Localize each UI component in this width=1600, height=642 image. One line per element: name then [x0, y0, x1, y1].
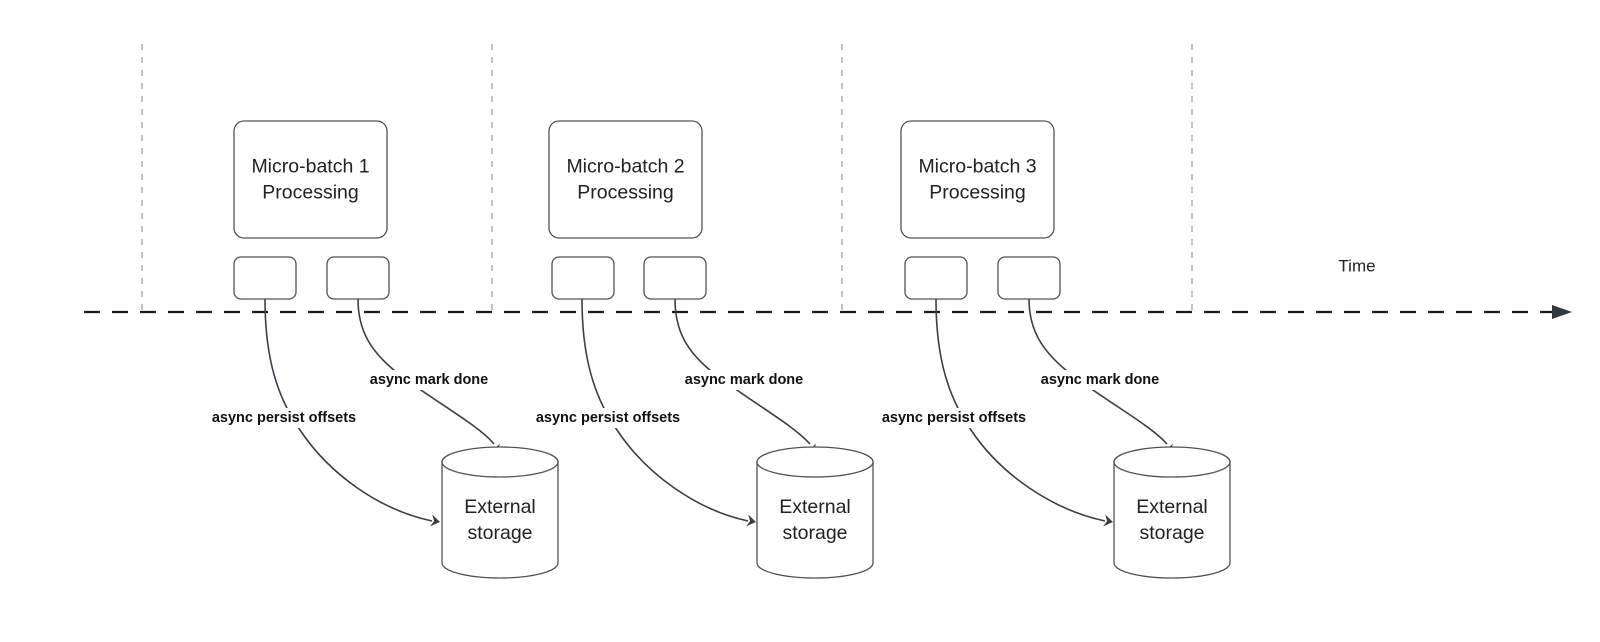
edge-persist-offsets-2-label: async persist offsets	[536, 410, 680, 426]
storage-cylinder-cap-3	[1113, 446, 1231, 478]
edge-persist-offsets-3	[935, 298, 1106, 522]
storage-label-line2-1: storage	[467, 522, 532, 544]
batch-box-label-line2-1: Processing	[262, 182, 358, 204]
storage-label-line2-2: storage	[782, 522, 847, 544]
edge-mark-done-3-label-backdrop	[1038, 370, 1162, 390]
storage-cylinder-cap-2	[756, 446, 874, 478]
task-box-3b[interactable]	[997, 256, 1061, 300]
storage-cylinder-body-2[interactable]	[756, 461, 874, 579]
edge-label-layer: async persist offsets async mark done asyn…	[199, 370, 1162, 428]
time-axis-label: Time	[1338, 256, 1375, 275]
batch-box-label-line1-1: Micro-batch 1	[251, 156, 369, 178]
batch-box-1[interactable]	[233, 120, 388, 239]
storage-cylinder-body-1[interactable]	[441, 461, 559, 579]
storage-cylinder-cap-1	[441, 446, 559, 478]
edge-persist-offsets-1-label: async persist offsets	[212, 410, 356, 426]
task-box-3a[interactable]	[904, 256, 968, 300]
edge-persist-offsets-3-arrowhead	[1103, 514, 1113, 527]
edge-persist-offsets-2-label-backdrop	[523, 408, 693, 428]
timeline-layer	[84, 305, 1572, 319]
storage-cylinder-body-3[interactable]	[1113, 461, 1231, 579]
batch-box-label-line1-2: Micro-batch 2	[566, 156, 684, 178]
flow-curve-layer	[264, 298, 1173, 527]
edge-mark-done-1-label: async mark done	[370, 372, 488, 388]
edge-mark-done-2-label: async mark done	[685, 372, 803, 388]
edge-persist-offsets-1-arrowhead	[430, 514, 440, 527]
task-box-1a[interactable]	[233, 256, 297, 300]
edge-persist-offsets-1	[264, 298, 433, 522]
task-box-2a[interactable]	[551, 256, 615, 300]
storage-label-line1-3: External	[1136, 496, 1208, 518]
batch-box-label-line2-2: Processing	[577, 182, 673, 204]
edge-persist-offsets-1-label-backdrop	[199, 408, 369, 428]
batch-box-2[interactable]	[548, 120, 703, 239]
edge-persist-offsets-3-label: async persist offsets	[882, 410, 1026, 426]
edge-mark-done-2-label-backdrop	[682, 370, 806, 390]
divider-layer	[141, 44, 1193, 312]
storage-label-line1-2: External	[779, 496, 851, 518]
batch-box-label-line2-3: Processing	[929, 182, 1025, 204]
edge-mark-done-3-label: async mark done	[1041, 372, 1159, 388]
edge-persist-offsets-2-arrowhead	[746, 514, 756, 527]
timeline-arrowhead	[1552, 305, 1572, 319]
storage-label-line1-1: External	[464, 496, 536, 518]
edge-persist-offsets-2	[581, 298, 749, 522]
batch-box-label-line1-3: Micro-batch 3	[918, 156, 1036, 178]
storage-label-line2-3: storage	[1139, 522, 1204, 544]
edge-persist-offsets-3-label-backdrop	[869, 408, 1039, 428]
batch-box-3[interactable]	[900, 120, 1055, 239]
task-box-2b[interactable]	[643, 256, 707, 300]
task-box-1b[interactable]	[326, 256, 390, 300]
edge-mark-done-1-label-backdrop	[367, 370, 491, 390]
axis-label-layer: Time	[1338, 256, 1375, 275]
